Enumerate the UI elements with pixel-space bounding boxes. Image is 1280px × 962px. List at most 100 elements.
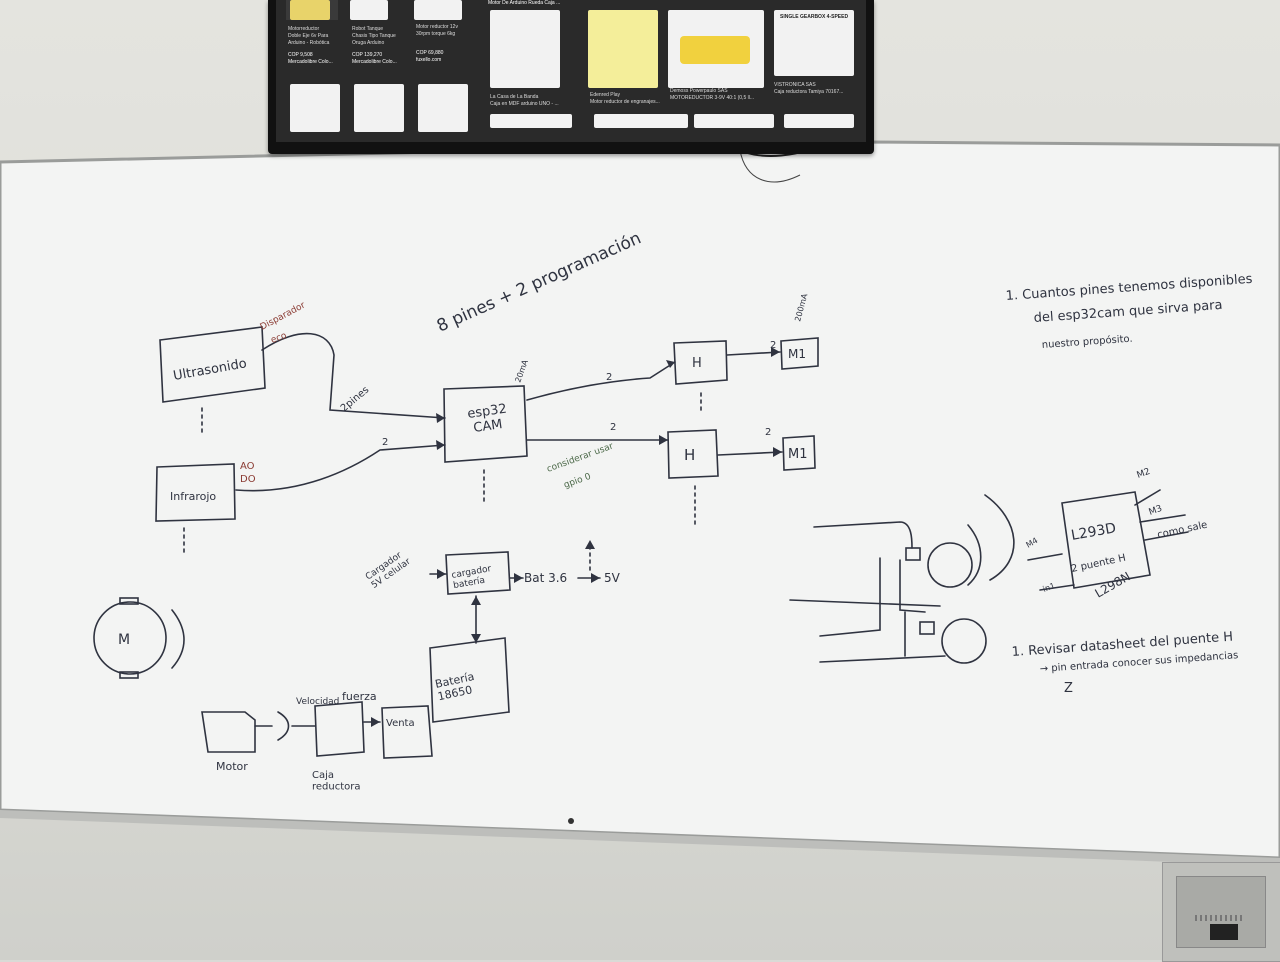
infrarrojo-box	[155, 463, 236, 522]
label-m1-top: M1	[788, 347, 806, 361]
esp32-box	[443, 385, 528, 463]
arrow-heads	[371, 347, 782, 727]
h-bottom-box	[667, 429, 719, 479]
tv-thumb-row2-2	[354, 84, 404, 132]
circuit-wire-3	[789, 599, 941, 607]
motor-shaft-rot	[277, 711, 290, 741]
label-2-b: 2	[606, 372, 612, 383]
l293d-out-m2	[1134, 489, 1161, 506]
label-h-bottom: H	[684, 446, 695, 464]
label-bat: Bat 3.6	[524, 571, 567, 585]
esp32-wire-top	[526, 361, 676, 401]
label-2-a: 2	[382, 437, 388, 448]
tv-thumb-row3-4	[784, 114, 854, 128]
tv-cable-2	[739, 149, 801, 183]
tv-listing-3-title: Motor reductor 12v 30rpm torque 6kg	[416, 24, 458, 37]
label-do: DO	[240, 474, 256, 485]
bateria-box	[429, 637, 510, 723]
l293d-box	[1061, 491, 1151, 589]
label-2-d: 2	[770, 340, 776, 351]
tv-listing-1-title: Motorreductor Doble Eje 6v Para Arduino …	[288, 26, 330, 46]
l293d-in-top	[1027, 553, 1063, 561]
tv-listing-6-title: Demoss Powerpaulo SAS MOTOREDUCTOR 3-9V …	[670, 88, 755, 101]
label-motor-circle: M	[118, 632, 130, 648]
m1-top-box	[780, 337, 819, 370]
tv-thumb-row3-3	[694, 114, 774, 128]
tv-header: Motor De Arduino Rueda Caja ...	[488, 0, 561, 6]
label-venta: Venta	[386, 718, 415, 729]
wall-outlet-socket	[1210, 924, 1238, 940]
label-m3: M3	[1148, 504, 1164, 518]
tv-listing-1-price: COP 9,508 Mercadolibre Colo...	[288, 52, 333, 65]
label-velocidad: Velocidad	[296, 697, 339, 707]
circuit-wire-1	[813, 521, 913, 549]
circuit-motor-1	[927, 542, 973, 588]
tv-thumb-row3-1	[490, 114, 572, 128]
label-motor: Motor	[216, 760, 248, 773]
tv-listing-3-thumb	[414, 0, 462, 20]
infrarrojo-wire	[235, 444, 446, 492]
label-l293d: L293D	[1070, 520, 1117, 544]
wall-outlet-vent	[1195, 915, 1245, 921]
label-m2: M2	[1136, 467, 1152, 481]
ultrasonido-box	[159, 326, 266, 403]
h-bottom-wire	[717, 451, 783, 456]
label-cam: CAM	[472, 417, 503, 436]
tv-listing-4-title: La Casa de La Banda Caja en MDF arduino …	[490, 94, 559, 107]
label-m1-bottom: M1	[788, 447, 808, 462]
l293d-out-sale	[1144, 531, 1189, 541]
label-2-c: 2	[610, 422, 616, 433]
label-in1: in1	[1042, 581, 1057, 594]
label-ao: AO	[240, 461, 255, 472]
caja-box	[314, 701, 365, 757]
circuit-wire-5	[819, 655, 946, 663]
circuit-motor-2	[941, 618, 987, 664]
venta-box	[381, 705, 433, 759]
tv-listing-2-thumb	[350, 0, 388, 20]
tv-listing-6-thumb	[668, 10, 764, 88]
circuit-wire-4	[899, 559, 926, 613]
tv-listing-1-thumb	[286, 0, 338, 20]
tv-listing-4-thumb	[490, 10, 560, 88]
tv-thumb-row2-1	[290, 84, 340, 132]
motor-body	[201, 711, 256, 753]
motor-tab-top	[119, 597, 139, 605]
diagram-ink	[93, 326, 1189, 759]
l293d-in-bottom	[1039, 584, 1075, 591]
l293d-out-m3	[1139, 514, 1186, 523]
tv-monitor: Motorreductor Doble Eje 6v Para Arduino …	[268, 0, 874, 154]
tv-listing-5-title: Edenred Play Motor reductor de engranaje…	[590, 92, 660, 105]
tv-listing-7-thumb: SINGLE GEARBOX 4-SPEED	[774, 10, 854, 76]
tv-listing-7-title: VISTRONICA SAS Caja reductora Tamiya 701…	[774, 82, 844, 95]
label-infrarrojo: Infrarojo	[170, 490, 216, 503]
label-2-e: 2	[765, 427, 771, 438]
circuit-wire-2	[819, 557, 881, 637]
label-5v: 5V	[604, 571, 621, 585]
label-h-top: H	[692, 356, 702, 371]
tv-listing-2-price: COP 139,270 Mercadolibre Colo...	[352, 52, 397, 65]
tv-thumb-row3-2	[594, 114, 688, 128]
board-tray	[0, 810, 1280, 866]
tv-listing-2-title: Robot Tanque Chasis Tipo Tanque Oruga Ar…	[352, 26, 396, 46]
circuit-switch-2	[919, 621, 935, 635]
motor-tab-bottom	[119, 671, 139, 679]
tv-screen: Motorreductor Doble Eje 6v Para Arduino …	[276, 0, 866, 142]
board-screw	[568, 818, 574, 824]
motor-circle	[93, 601, 167, 675]
circuit-switch-1	[905, 547, 921, 561]
h-top-box	[673, 340, 728, 385]
label-esp32: esp32	[466, 402, 507, 422]
ultrasonido-wire	[261, 332, 446, 419]
circuit-rot-2	[984, 494, 1015, 581]
cargador-box	[445, 551, 511, 595]
label-q2-line3: Z	[1064, 681, 1073, 696]
tv-listing-5-thumb	[588, 10, 658, 88]
label-fuerza: fuerza	[342, 690, 377, 703]
motor-rotation	[171, 609, 185, 669]
tv-thumb-row2-3	[418, 84, 468, 132]
tv-listing-3-price: COP 69,880 fuxello.com	[416, 50, 444, 63]
m1-bottom-box	[782, 435, 816, 471]
tv-box-label: SINGLE GEARBOX 4-SPEED	[780, 14, 849, 20]
